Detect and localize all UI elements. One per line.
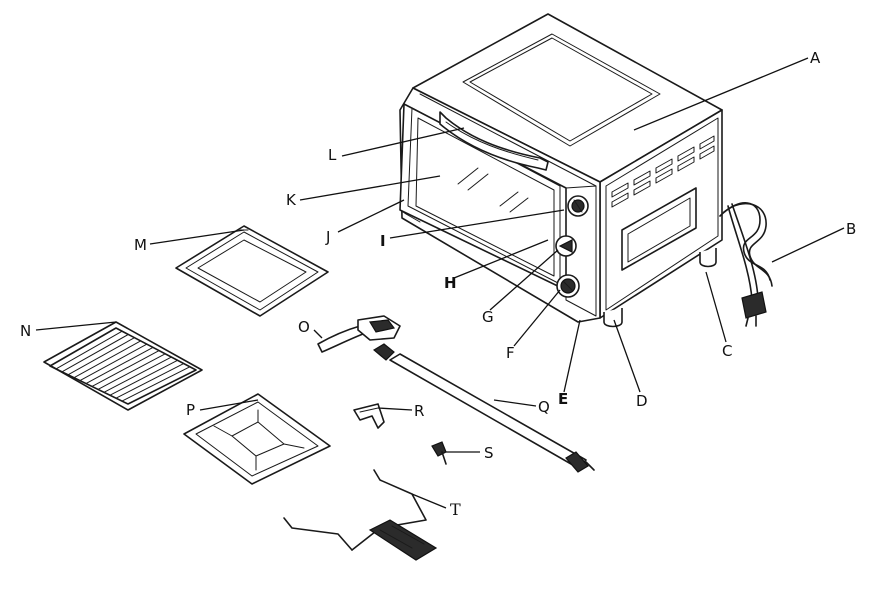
- control-knob-bottom: [557, 275, 579, 297]
- control-knob-top: [568, 196, 588, 216]
- callout-a: A: [810, 49, 821, 67]
- callout-l: L: [328, 146, 337, 164]
- callout-f: F: [506, 344, 515, 362]
- callout-k: K: [286, 191, 297, 209]
- callout-o: O: [298, 318, 310, 336]
- fork-screw: [432, 442, 446, 464]
- wire-rack: [44, 322, 202, 410]
- power-cord: [720, 203, 772, 326]
- callout-c: C: [722, 342, 732, 360]
- callout-b: B: [846, 220, 856, 238]
- crumb-tray: [176, 226, 328, 316]
- callout-t: T: [450, 500, 461, 519]
- callout-e: E: [558, 390, 568, 408]
- baking-pan: [184, 394, 330, 484]
- tray-tong: [284, 470, 436, 560]
- callout-g: G: [482, 308, 494, 326]
- callout-s: S: [484, 444, 494, 462]
- control-knob-middle: [556, 236, 576, 256]
- callout-h: H: [444, 274, 457, 292]
- callout-d: D: [636, 392, 648, 410]
- callout-r: R: [414, 402, 424, 420]
- callout-j: J: [325, 228, 330, 246]
- callout-i: I: [380, 232, 386, 250]
- callout-m: M: [134, 236, 147, 254]
- callout-q: Q: [538, 398, 550, 416]
- callout-n: N: [20, 322, 31, 340]
- callout-p: P: [186, 401, 195, 419]
